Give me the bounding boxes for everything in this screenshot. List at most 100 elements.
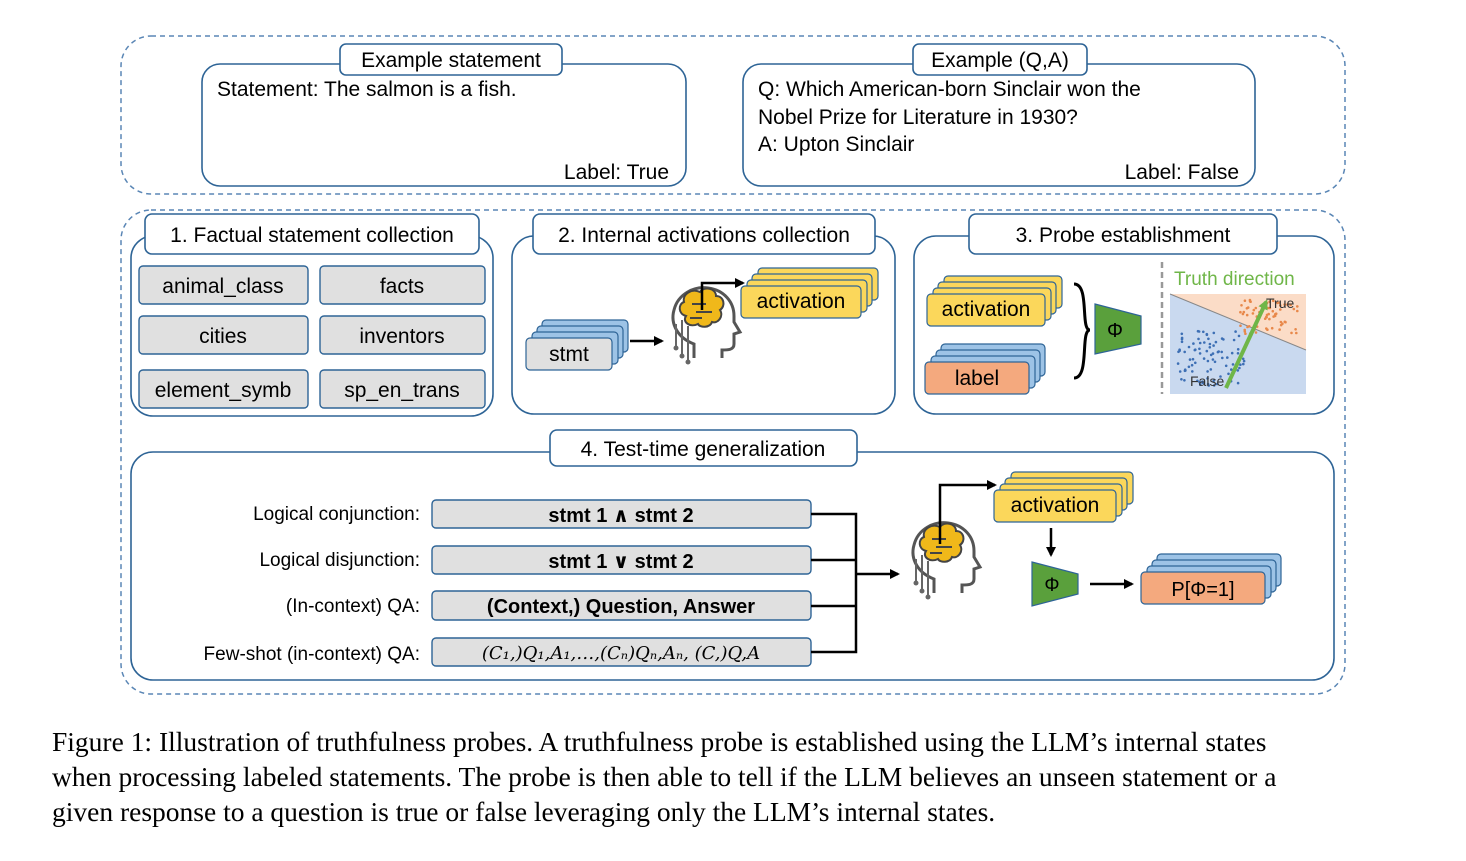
scatter-point bbox=[1199, 383, 1202, 387]
row-input: stmt 1 ∨ stmt 2 bbox=[548, 551, 693, 573]
step4-panel: 4. Test-time generalization Logical conj… bbox=[130, 429, 1335, 681]
scatter-point bbox=[1244, 332, 1247, 336]
scatter-point bbox=[1194, 348, 1197, 352]
row-input: (Context,) Question, Answer bbox=[487, 596, 755, 618]
scatter-point bbox=[1212, 331, 1216, 335]
scatter-point bbox=[1276, 301, 1279, 305]
dataset-item: sp_en_trans bbox=[344, 379, 460, 402]
scatter-point bbox=[1198, 380, 1201, 384]
example-statement-label: Label: True bbox=[564, 161, 669, 184]
scatter-point bbox=[1222, 338, 1225, 341]
scatter-point bbox=[1279, 320, 1283, 324]
row-label: Logical disjunction: bbox=[259, 550, 420, 571]
scatter-point bbox=[1221, 356, 1224, 360]
scatter-point bbox=[1206, 359, 1210, 363]
dataset-item: inventors bbox=[359, 325, 444, 348]
caption-line: given response to a question is true or … bbox=[52, 796, 996, 827]
pipeline-frame bbox=[120, 209, 1346, 695]
scatter-point bbox=[1236, 352, 1240, 355]
scatter-point bbox=[1180, 332, 1184, 336]
example-qa-line: A: Upton Sinclair bbox=[758, 133, 914, 156]
scatter-point bbox=[1197, 337, 1200, 341]
scatter-point bbox=[1205, 349, 1209, 353]
scatter-point bbox=[1279, 304, 1282, 307]
scatter-point bbox=[1177, 350, 1180, 354]
scatter-point bbox=[1205, 333, 1209, 337]
scatter-point bbox=[1211, 358, 1215, 361]
scatter-point bbox=[1239, 363, 1242, 367]
example-statement-card: Example statement Statement: The salmon … bbox=[201, 43, 687, 187]
scatter-point bbox=[1212, 384, 1216, 387]
probe-symbol: Φ bbox=[1044, 575, 1059, 596]
scatter-point bbox=[1245, 313, 1249, 317]
scatter-point bbox=[1183, 350, 1186, 354]
truth-direction-arrow bbox=[1224, 299, 1268, 389]
scatter-point bbox=[1227, 372, 1230, 376]
scatter-point bbox=[1226, 356, 1229, 359]
dataset-item: cities bbox=[199, 325, 247, 348]
probe-plot: True False bbox=[1169, 293, 1307, 394]
scatter-point bbox=[1243, 330, 1247, 333]
scatter-point bbox=[1236, 348, 1240, 351]
scatter-point bbox=[1191, 370, 1194, 373]
scatter-point bbox=[1207, 384, 1210, 387]
scatter-point bbox=[1230, 368, 1233, 371]
scatter-point bbox=[1180, 378, 1183, 381]
scatter-point bbox=[1292, 307, 1296, 311]
examples-frame bbox=[120, 35, 1346, 195]
example-qa-title: Example (Q,A) bbox=[931, 49, 1069, 72]
activation-stack: activation bbox=[993, 471, 1134, 523]
activation-label: activation bbox=[757, 290, 846, 313]
row-label: (In-context) QA: bbox=[286, 596, 420, 617]
false-label: False bbox=[1190, 373, 1224, 389]
scatter-point bbox=[1203, 341, 1206, 344]
scatter-point bbox=[1183, 368, 1187, 372]
scatter-point bbox=[1192, 342, 1195, 345]
scatter-point bbox=[1248, 298, 1252, 302]
scatter-point bbox=[1237, 334, 1241, 338]
scatter-point bbox=[1266, 328, 1269, 332]
scatter-point bbox=[1215, 382, 1219, 386]
scatter-point bbox=[1217, 350, 1220, 353]
scatter-point bbox=[1198, 347, 1201, 351]
output-stack: P[Φ=1] bbox=[1140, 553, 1282, 605]
dataset-item: animal_class bbox=[162, 275, 283, 298]
scatter-point bbox=[1198, 341, 1202, 345]
scatter-point bbox=[1202, 357, 1206, 360]
scatter-point bbox=[1187, 345, 1191, 349]
step1-title: 1. Factual statement collection bbox=[170, 224, 454, 247]
row-input: (C₁,)Q₁,A₁,…,(Cₙ)Qₙ,Aₙ, (C,)Q,A bbox=[482, 643, 760, 664]
label-label: label bbox=[955, 367, 999, 390]
scatter-point bbox=[1219, 375, 1222, 378]
scatter-point bbox=[1265, 315, 1268, 319]
row-input: stmt 1 ∧ stmt 2 bbox=[548, 505, 693, 527]
step2-panel: 2. Internal activations collection stmt … bbox=[511, 213, 896, 415]
probe-symbol: Φ bbox=[1107, 320, 1123, 342]
scatter-point bbox=[1207, 337, 1210, 341]
scatter-point bbox=[1190, 363, 1194, 367]
scatter-point bbox=[1191, 357, 1195, 361]
scatter-point bbox=[1251, 312, 1255, 315]
scatter-point bbox=[1206, 370, 1209, 373]
scatter-point bbox=[1234, 330, 1237, 333]
scatter-point bbox=[1230, 351, 1234, 355]
scatter-point bbox=[1273, 314, 1277, 318]
activation-label: activation bbox=[942, 298, 1031, 321]
scatter-point bbox=[1243, 299, 1247, 303]
scatter-point bbox=[1254, 306, 1258, 310]
scatter-point bbox=[1239, 324, 1242, 328]
figure-caption: Figure 1: Illustration of truthfulness p… bbox=[52, 724, 1432, 829]
caption-line: Figure 1: Illustration of truthfulness p… bbox=[52, 726, 1267, 757]
caption-line: when processing labeled statements. The … bbox=[52, 761, 1277, 792]
true-label: True bbox=[1266, 295, 1294, 311]
scatter-point bbox=[1208, 342, 1212, 346]
scatter-point bbox=[1212, 379, 1216, 383]
scatter-point bbox=[1278, 328, 1281, 331]
scatter-point bbox=[1242, 362, 1245, 366]
scatter-point bbox=[1267, 312, 1270, 316]
output-label: P[Φ=1] bbox=[1171, 579, 1234, 601]
scatter-point bbox=[1231, 363, 1235, 366]
scatter-point bbox=[1283, 303, 1286, 306]
scatter-point bbox=[1268, 300, 1271, 304]
scatter-point bbox=[1242, 359, 1246, 363]
